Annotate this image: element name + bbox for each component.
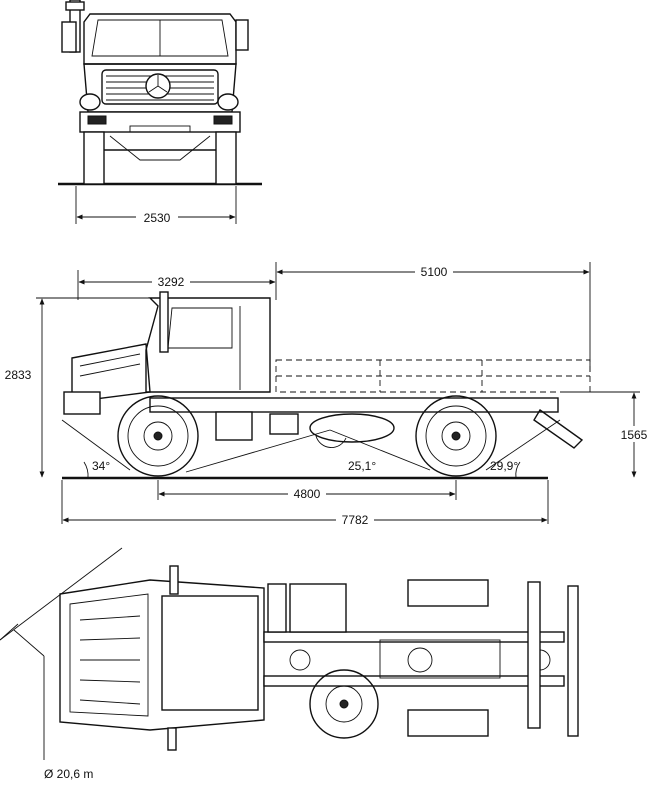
ramp-angle-label: 25,1° (348, 459, 376, 473)
body-length-label: 5100 (421, 265, 448, 279)
wheelbase-label: 4800 (294, 487, 321, 501)
rear-wheel (415, 395, 497, 477)
frame-height-label: 1565 (621, 428, 648, 442)
top-view: Ø 20,6 m (0, 547, 579, 781)
turning-circle-label: Ø 20,6 m (44, 767, 93, 781)
total-height-label: 2833 (5, 368, 32, 382)
front-view: 2530 (58, 0, 262, 225)
departure-angle-label: 29,9° (490, 459, 518, 473)
side-view: 3292 5100 2833 1565 (2, 262, 648, 527)
front-width-label: 2530 (144, 211, 171, 225)
top-front-wheel (309, 669, 379, 739)
approach-angle-label: 34° (92, 459, 110, 473)
front-wheel (117, 395, 199, 477)
cab-length-label: 3292 (158, 275, 185, 289)
total-length-label: 7782 (342, 513, 369, 527)
